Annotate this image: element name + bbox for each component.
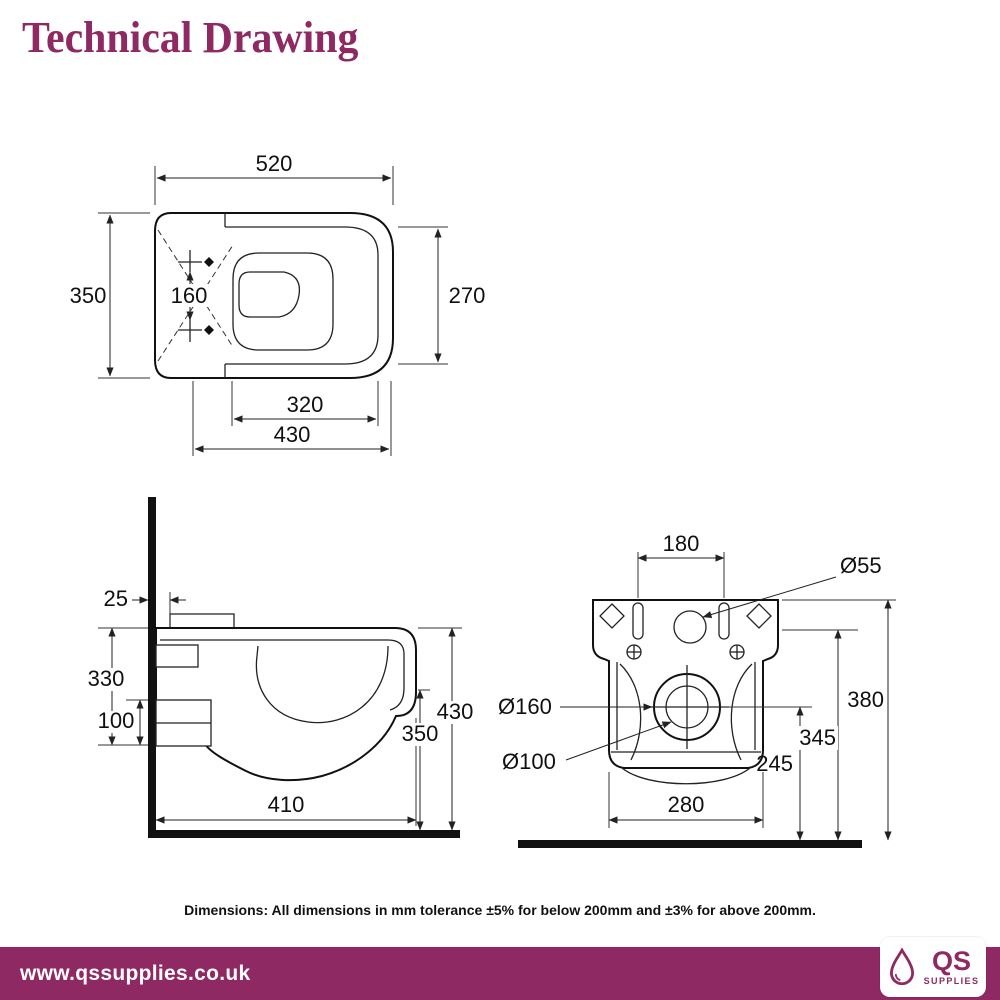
dim-side-projection-label: 410: [268, 792, 305, 817]
dim-side-wall-gap-label: 25: [104, 586, 128, 611]
floor-line-side: [148, 830, 460, 838]
dim-rear-overall-height-label: 380: [847, 687, 884, 712]
dim-rear-outlet-centre-height-label: 245: [756, 751, 793, 776]
logo-qs-text: QS: [931, 946, 971, 976]
droplet-icon: [889, 947, 914, 986]
dim-rear-outlet-inner-label: Ø100: [502, 749, 556, 774]
wall-section: [148, 497, 156, 838]
dim-rear-outlet-outer-label: Ø160: [498, 694, 552, 719]
website-url: www.qssupplies.co.uk: [20, 961, 251, 985]
dim-side-pan-height-label: 350: [402, 721, 439, 746]
logo-text-block: QS SUPPLIES: [924, 948, 980, 986]
rear-view: 180 Ø55 Ø160 Ø100 380 345 245 280: [498, 531, 896, 848]
dim-top-pan-length-label: 430: [274, 422, 311, 447]
hinge-hole-markers: [178, 250, 214, 342]
pan-side-profile: [155, 627, 417, 782]
dim-rear-inlet-diameter-label: Ø55: [840, 553, 882, 578]
dim-side-outlet-height-label: 100: [98, 708, 135, 733]
fixing-slot-right: [718, 602, 730, 640]
dim-rear-fixing-centres-label: 180: [663, 531, 700, 556]
bowl-side-contour: [255, 645, 389, 724]
top-view-extension-lines: [98, 166, 448, 456]
footer-bar: www.qssupplies.co.uk: [0, 947, 1000, 1000]
bowl-opening-outline: [232, 252, 334, 351]
dim-top-length-label: 520: [256, 151, 293, 176]
dim-rear-base-width-label: 280: [668, 792, 705, 817]
dim-top-bowl-length-label: 320: [287, 392, 324, 417]
qs-supplies-logo: QS SUPPLIES: [880, 937, 986, 997]
pan-plan-outline: [154, 212, 394, 379]
dimensions-note: Dimensions: All dimensions in mm toleran…: [184, 902, 816, 918]
dim-top-hinge-spacing-label: 160: [171, 283, 208, 308]
top-view: 520 350 270 160 320 430: [70, 151, 486, 456]
fixing-slot-left: [632, 602, 644, 640]
screw-markers: [626, 644, 745, 660]
dim-top-width-label: 350: [70, 283, 107, 308]
dim-side-fixing-height-label: 330: [88, 666, 125, 691]
dim-top-seat-width-label: 270: [449, 283, 486, 308]
floor-line-rear: [518, 840, 862, 848]
flush-inlet-hole: [673, 610, 707, 644]
logo-supplies-text: SUPPLIES: [923, 976, 980, 986]
flush-inlet-box: [155, 644, 199, 668]
dim-side-total-height-label: 430: [437, 699, 474, 724]
page-title: Technical Drawing: [22, 13, 359, 62]
top-view-dimension-lines: [106, 174, 442, 453]
dim-rear-inlet-height-label: 345: [799, 725, 836, 750]
side-view: 25 330 100 430 350 410: [84, 497, 478, 838]
